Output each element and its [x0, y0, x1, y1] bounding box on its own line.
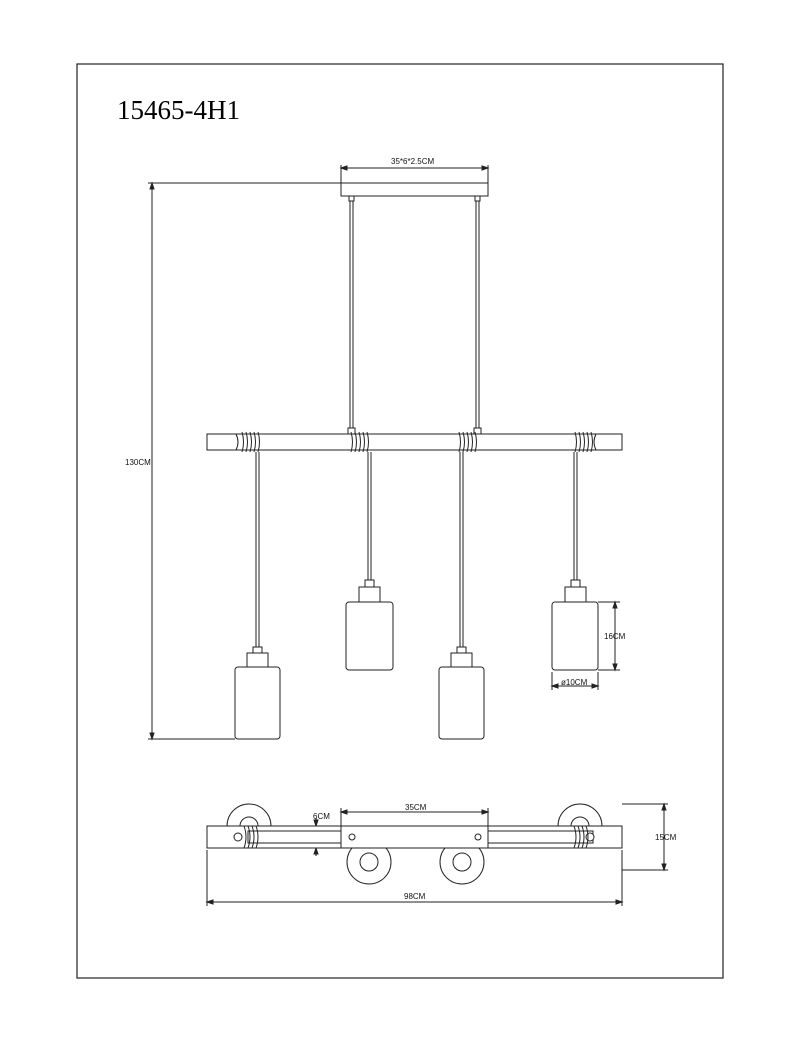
pendant-1 — [234, 452, 281, 740]
model-number: 15465-4H1 — [117, 95, 240, 125]
shade-diameter-label: ø10CM — [561, 678, 588, 687]
rope-wrap-top-left — [233, 825, 259, 849]
rope-wrap-1 — [241, 431, 260, 453]
pendant-2 — [345, 452, 394, 671]
top-view — [205, 802, 668, 906]
rope-wrap-4 — [574, 431, 593, 453]
canopy-width-label: 6CM — [313, 812, 330, 821]
rope-wrap-2 — [350, 431, 369, 453]
total-length-label: 98CM — [404, 892, 426, 901]
rope-wrap-3 — [458, 431, 477, 453]
front-elevation — [148, 165, 623, 741]
rope-wrap-top-right — [573, 825, 595, 849]
wooden-beam — [206, 433, 623, 451]
pendant-3 — [438, 452, 485, 740]
canopy-length-label: 35CM — [405, 803, 427, 812]
pendant-4 — [551, 452, 599, 671]
canopy-top-view — [340, 825, 489, 849]
shade-height-label: 16CM — [604, 632, 626, 641]
canopy-dimension-label: 35*6*2.5CM — [391, 157, 434, 166]
drawing-border — [76, 63, 724, 979]
total-width-label: 15CM — [655, 833, 677, 842]
canopy — [340, 182, 489, 197]
height-dimension-label: 130CM — [125, 458, 151, 467]
